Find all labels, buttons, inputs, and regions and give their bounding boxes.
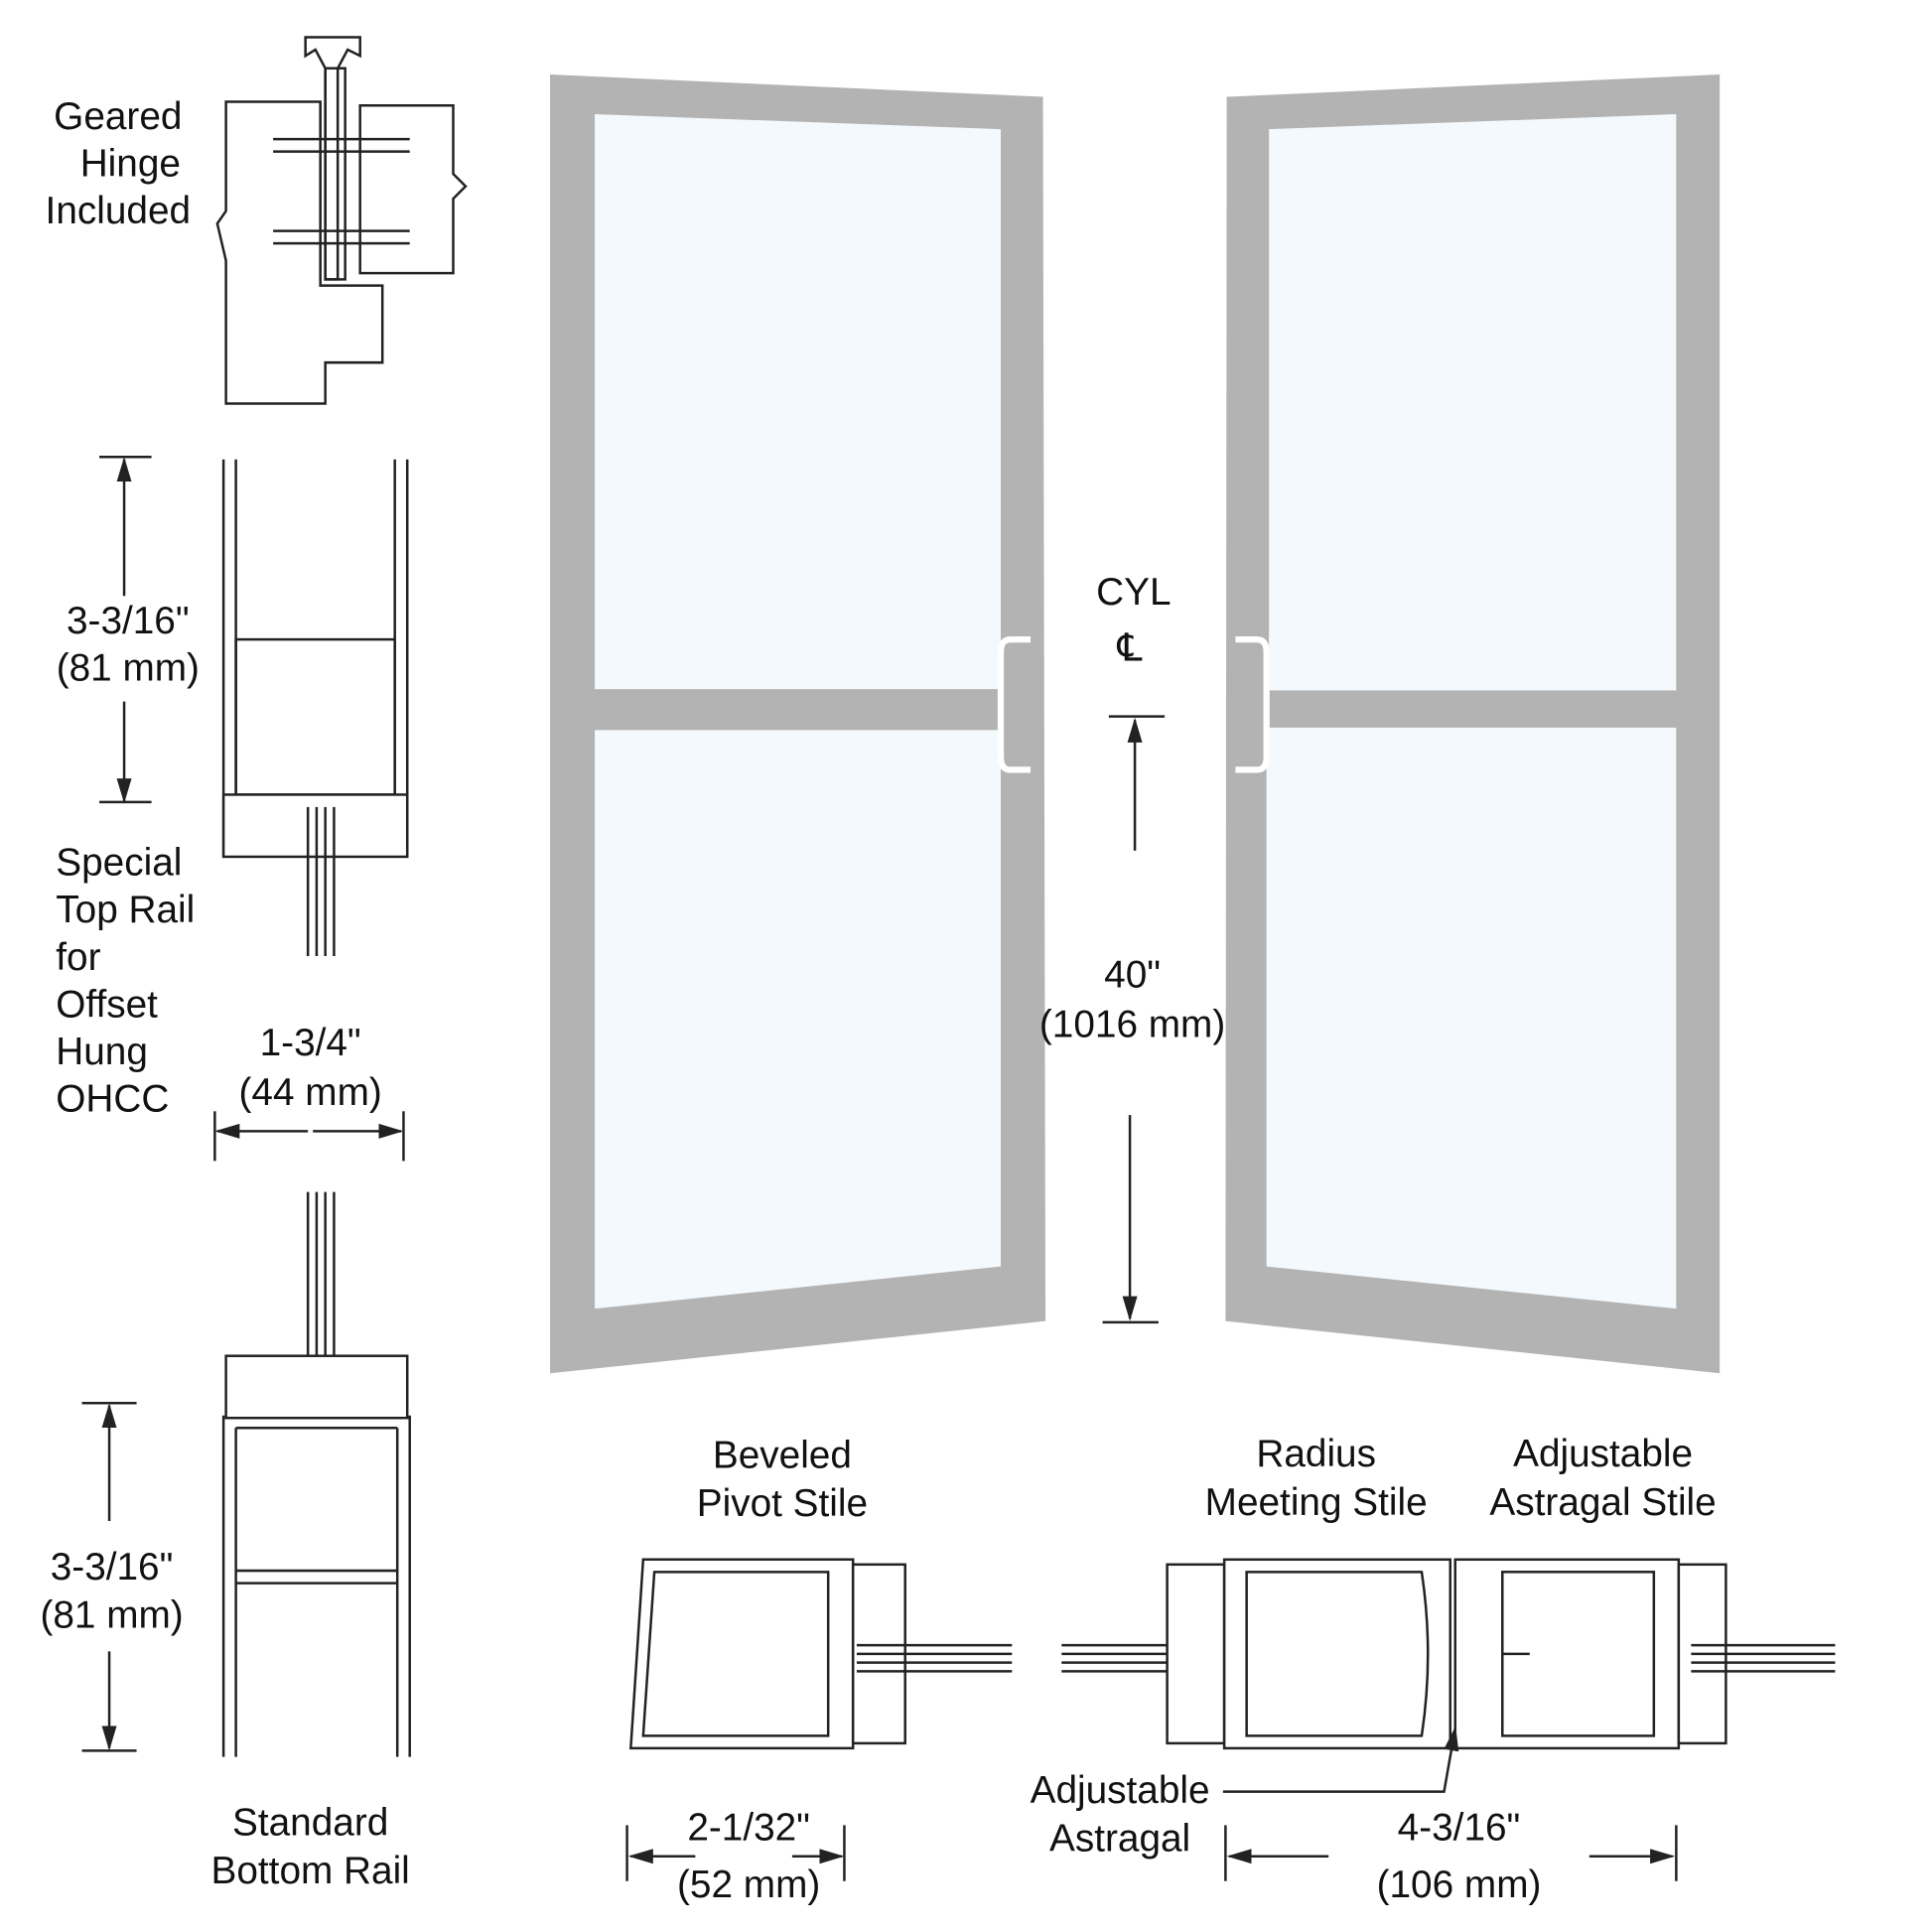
label-geared-hinge: Geared — [54, 95, 182, 138]
label-cyl: CYL — [1096, 571, 1171, 614]
label-beveled-pivot-stile: Beveled — [713, 1434, 852, 1476]
label-special-top-rail: Special — [56, 842, 182, 885]
top-rail-section — [99, 455, 409, 956]
right-door — [1225, 74, 1721, 1374]
door-pull-handle — [1235, 635, 1270, 773]
label-pivot-stile-width: (52 mm) — [677, 1863, 820, 1906]
label-meeting-width: 4-3/16" — [1398, 1806, 1521, 1849]
meeting-stile-section — [1061, 1558, 1836, 1750]
label-special-top-rail: for — [56, 936, 100, 979]
geared-hinge-detail — [215, 36, 468, 405]
label-radius-meeting-stile: Meeting Stile — [1205, 1481, 1428, 1524]
label-bottom-rail-height: 3-3/16" — [51, 1546, 174, 1588]
label-radius-meeting-stile: Radius — [1256, 1433, 1376, 1475]
label-top-rail-height: (81 mm) — [57, 646, 200, 689]
label-standard-bottom-rail: Standard — [232, 1801, 388, 1844]
label-beveled-pivot-stile: Pivot Stile — [697, 1482, 868, 1525]
label-rail-width: 1-3/4" — [260, 1022, 361, 1064]
label-special-top-rail: Offset — [56, 983, 158, 1026]
label-special-top-rail: Top Rail — [56, 889, 195, 931]
label-bottom-rail-height: (81 mm) — [40, 1594, 183, 1637]
label-pivot-stile-width: 2-1/32" — [687, 1806, 810, 1849]
label-top-rail-height: 3-3/16" — [67, 600, 190, 642]
bottom-rail-section — [81, 1191, 411, 1757]
left-door — [550, 74, 1046, 1374]
door-pull-handle — [997, 635, 1032, 773]
beveled-pivot-stile-section — [628, 1558, 1013, 1750]
label-meeting-width: (106 mm) — [1377, 1863, 1542, 1906]
label-adjustable-astragal: Adjustable — [1031, 1769, 1210, 1812]
label-rail-width: (44 mm) — [239, 1071, 382, 1114]
label-special-top-rail: Hung — [56, 1031, 148, 1073]
label-cyl-centerline: ℄ — [1117, 626, 1143, 669]
label-special-top-rail: OHCC — [56, 1077, 169, 1120]
label-handle-height: (1016 mm) — [1039, 1003, 1225, 1045]
label-adjustable-astragal-stile: Astragal Stile — [1489, 1481, 1716, 1524]
label-geared-hinge: Included — [46, 190, 192, 232]
label-geared-hinge: Hinge — [80, 143, 181, 186]
label-handle-height: 40" — [1104, 953, 1161, 996]
label-adjustable-astragal: Astragal — [1049, 1818, 1190, 1861]
label-adjustable-astragal-stile: Adjustable — [1513, 1433, 1693, 1475]
label-standard-bottom-rail: Bottom Rail — [211, 1850, 410, 1892]
